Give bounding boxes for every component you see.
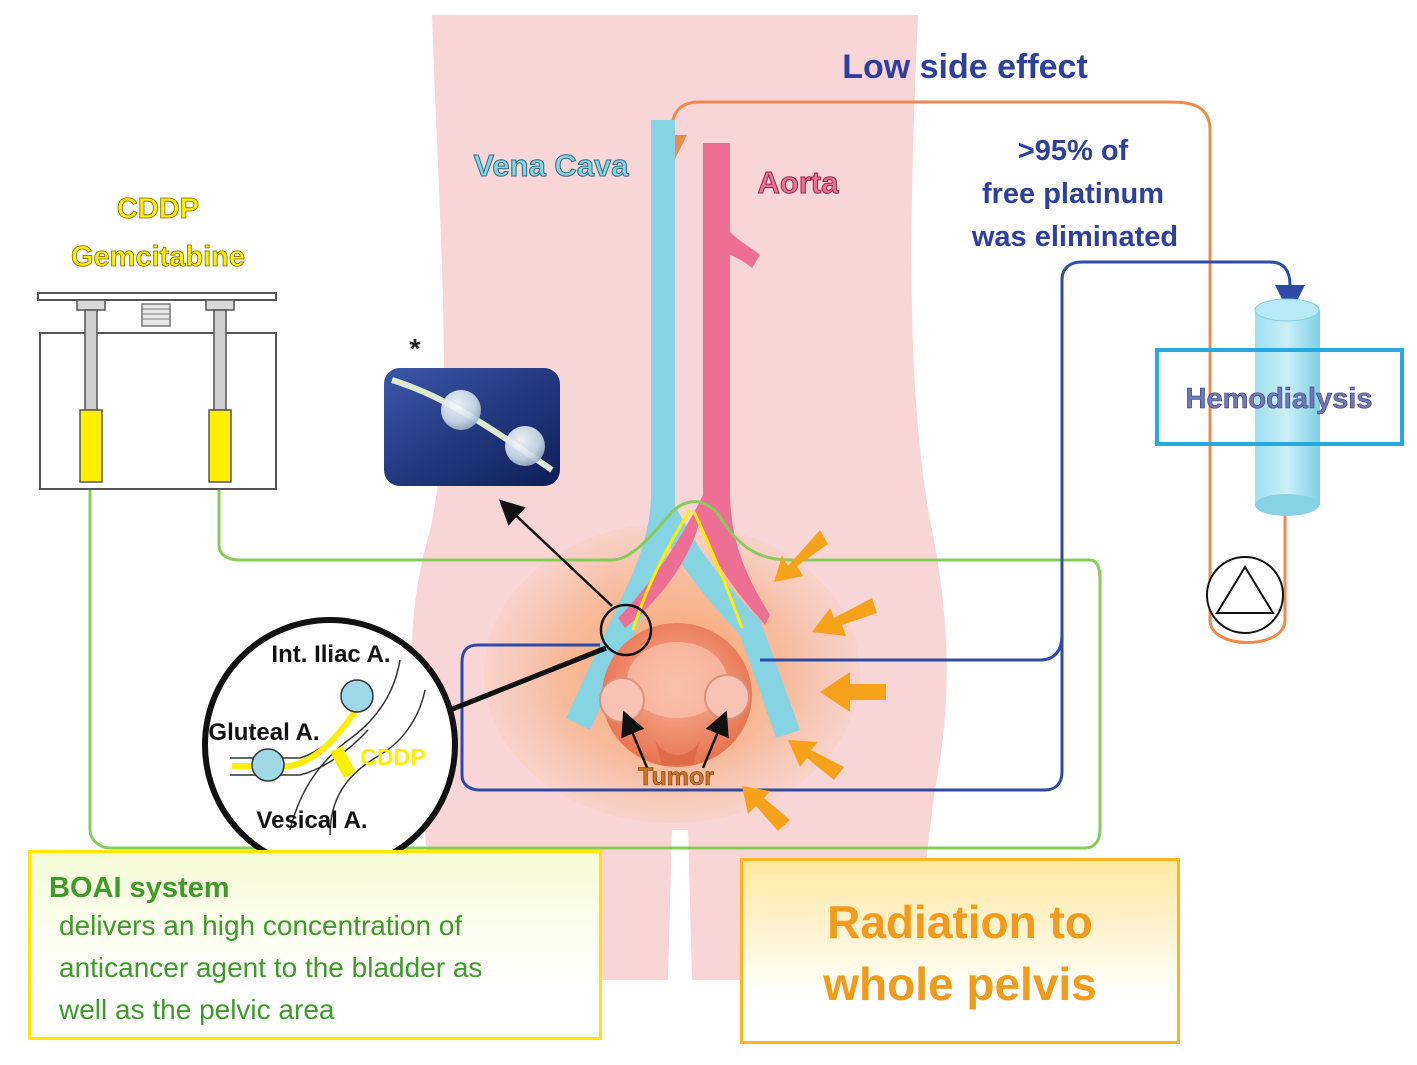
asterisk-label: * <box>410 333 421 364</box>
vesical-label: Vesical A. <box>256 807 367 834</box>
radiation-box: Radiation to whole pelvis <box>740 858 1180 1044</box>
catheter-left <box>631 509 692 631</box>
drug-label-gemcitabine: Gemcitabine <box>71 241 245 273</box>
cddp-inset-label: CDDP <box>360 744 425 770</box>
vena-cava-right-branch <box>656 490 800 738</box>
photo-pointer-arrow <box>498 499 613 607</box>
radiation-line-1: Radiation to <box>827 896 1093 948</box>
vena-cava-label: Vena Cava <box>473 148 629 183</box>
boai-description: delivers an high concentration of antica… <box>49 905 599 1031</box>
inset-connector <box>449 645 607 713</box>
infusion-line-right-syringe <box>217 480 1102 581</box>
catheter-right <box>692 511 744 629</box>
infusion-line-left-syringe <box>88 480 1102 850</box>
drug-label-cddp: CDDP <box>117 193 199 225</box>
radiation-arrow-1 <box>774 530 828 582</box>
blood-pump-icon <box>1206 556 1284 634</box>
boai-line-2: anticancer agent to the bladder as <box>59 952 483 983</box>
radiation-arrow-4 <box>788 740 844 780</box>
syringe-pump-icon <box>37 292 277 490</box>
dialysis-outflow-line <box>760 260 1305 662</box>
platinum-label-line3: was eliminated <box>971 221 1178 253</box>
tumor-arrow-left <box>621 710 650 771</box>
dialysis-loop-line <box>460 560 1064 792</box>
platinum-label-line2: free platinum <box>982 178 1164 210</box>
radiation-line-2: whole pelvis <box>823 958 1097 1010</box>
platinum-label-line1: >95% of <box>1018 135 1129 167</box>
hemodialysis-filter-icon <box>1155 298 1404 516</box>
boai-line-1: delivers an high concentration of <box>59 910 463 941</box>
radiation-arrow-5 <box>742 786 790 831</box>
dialysis-return-line <box>657 100 1287 644</box>
tumor-label: Tumor <box>638 763 714 791</box>
low-side-effect-label: Low side effect <box>842 48 1088 86</box>
boai-system-box: BOAI system delivers an high concentrati… <box>28 850 602 1040</box>
boai-line-3: well as the pelvic area <box>59 994 335 1025</box>
int-iliac-label: Int. Iliac A. <box>271 641 390 668</box>
radiation-arrow-3 <box>820 672 886 712</box>
tumor-arrow-right <box>701 710 729 769</box>
radiation-arrows <box>742 530 886 831</box>
vena-cava <box>566 120 675 730</box>
aorta-label: Aorta <box>758 165 840 200</box>
hemodialysis-label: Hemodialysis <box>1186 383 1373 415</box>
magnify-target-circle <box>599 603 653 657</box>
gluteal-label: Gluteal A. <box>208 719 319 746</box>
inset-magnified-view <box>202 617 458 873</box>
boai-title: BOAI system <box>49 872 230 904</box>
radiation-arrow-2 <box>812 598 877 636</box>
balloon-catheter-photo <box>384 368 560 486</box>
aorta <box>618 143 770 628</box>
